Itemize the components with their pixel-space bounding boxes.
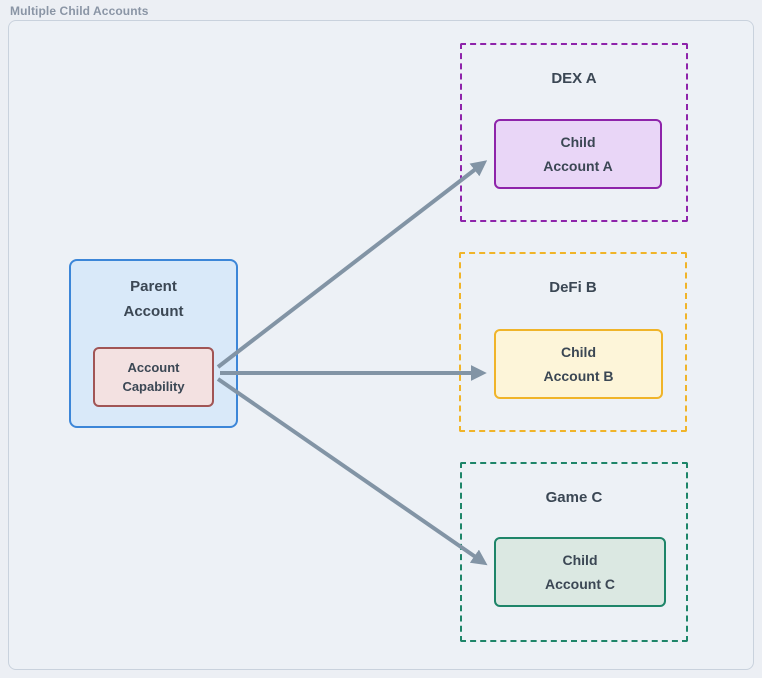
parent-account-node: Parent Account Account Capability [69,259,238,428]
child-account-c-label-line1: Child [562,552,598,568]
child-account-b-label-line1: Child [561,344,596,360]
child-account-a-label-line1: Child [560,134,596,150]
child-account-b-node: Child Account B [494,329,663,399]
parent-account-label-line2: Account [123,303,184,320]
parent-account-label-line1: Parent [130,278,177,295]
group-dex-a-title: DEX A [551,70,597,87]
child-account-c-node: Child Account C [494,537,666,607]
group-defi-b-title: DeFi B [549,279,597,296]
group-game-c: Game C Child Account C [460,462,688,642]
group-dex-a: DEX A Child Account A [460,43,688,222]
child-account-a-node: Child Account A [494,119,662,189]
account-capability-label-line2: Capability [122,379,185,394]
child-account-b-label-line2: Account B [543,368,614,384]
group-game-c-title: Game C [545,489,603,506]
child-account-c-label-line2: Account C [545,576,615,592]
parent-account-label: Parent Account [71,274,236,324]
account-capability-node: Account Capability [93,347,214,407]
child-account-a-label-line2: Account A [543,158,613,174]
account-capability-label-line1: Account [127,360,180,375]
group-defi-b: DeFi B Child Account B [459,252,687,432]
diagram-title: Multiple Child Accounts [10,4,149,18]
